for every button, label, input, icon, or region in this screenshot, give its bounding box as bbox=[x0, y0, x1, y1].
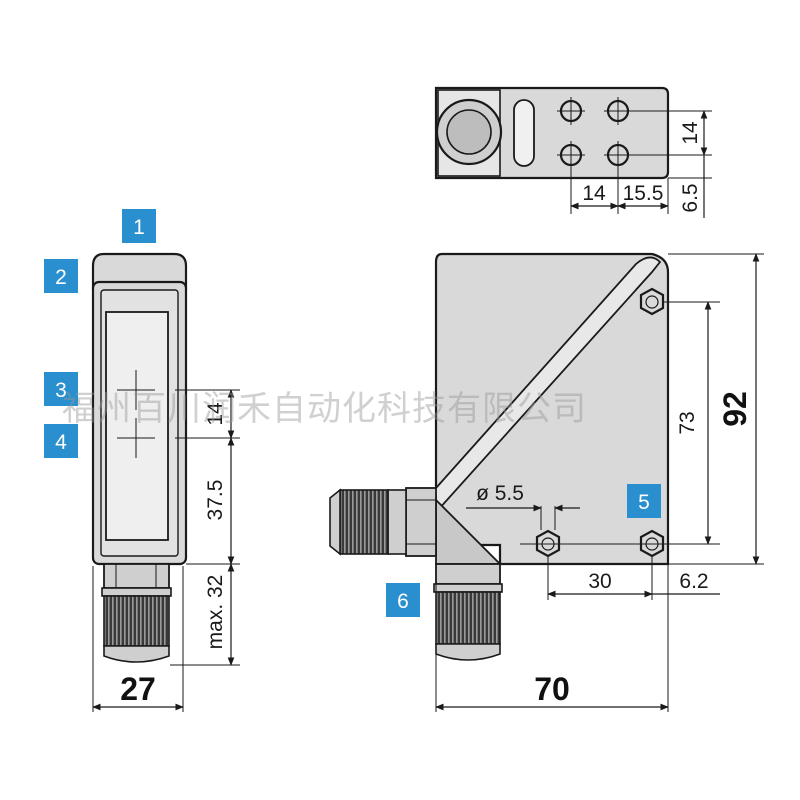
callout-5: 5 bbox=[627, 484, 661, 518]
dim-hole-spacing-h2: 15.5 bbox=[623, 182, 664, 205]
callout-4: 4 bbox=[44, 424, 78, 458]
callout-3: 3 bbox=[44, 372, 78, 406]
svg-text:3: 3 bbox=[55, 379, 67, 402]
indicator-slot bbox=[513, 99, 535, 167]
callout-2: 2 bbox=[44, 259, 78, 293]
side-connector-horizontal bbox=[329, 487, 437, 557]
watermark: 福州百川润禾自动化科技有限公司 bbox=[62, 389, 587, 429]
dim-width-27: 27 bbox=[120, 671, 156, 707]
dim-length-70: 70 bbox=[534, 671, 570, 707]
front-connector bbox=[101, 563, 172, 663]
callout-1: 1 bbox=[122, 209, 156, 243]
dim-hole-diameter: ø 5.5 bbox=[476, 482, 524, 505]
svg-text:4: 4 bbox=[55, 431, 67, 454]
dim-front-14: 14 bbox=[204, 402, 227, 426]
front-view: 14 37.5 max. 32 27 bbox=[91, 252, 240, 712]
svg-text:6: 6 bbox=[397, 590, 409, 613]
dim-side-30: 30 bbox=[588, 570, 611, 593]
top-view: 14 14 15.5 6.5 bbox=[434, 86, 712, 218]
dim-side-6-2: 6.2 bbox=[679, 570, 708, 593]
dim-hole-spacing-v: 14 bbox=[679, 121, 702, 145]
optics-window bbox=[105, 311, 169, 541]
side-view: ø 5.5 73 92 30 6.2 70 bbox=[329, 252, 764, 712]
svg-text:1: 1 bbox=[133, 216, 145, 239]
dim-front-37-5: 37.5 bbox=[204, 480, 227, 521]
callout-6: 6 bbox=[386, 583, 420, 617]
dim-hole-offset: 6.5 bbox=[679, 183, 702, 212]
dim-hole-spacing-h1: 14 bbox=[582, 182, 606, 205]
dim-front-max32: max. 32 bbox=[204, 575, 227, 650]
dim-side-73: 73 bbox=[676, 411, 699, 434]
svg-text:5: 5 bbox=[638, 491, 650, 514]
svg-text:2: 2 bbox=[55, 266, 67, 289]
dim-height-92: 92 bbox=[717, 391, 753, 427]
side-connector-vertical bbox=[433, 563, 503, 661]
